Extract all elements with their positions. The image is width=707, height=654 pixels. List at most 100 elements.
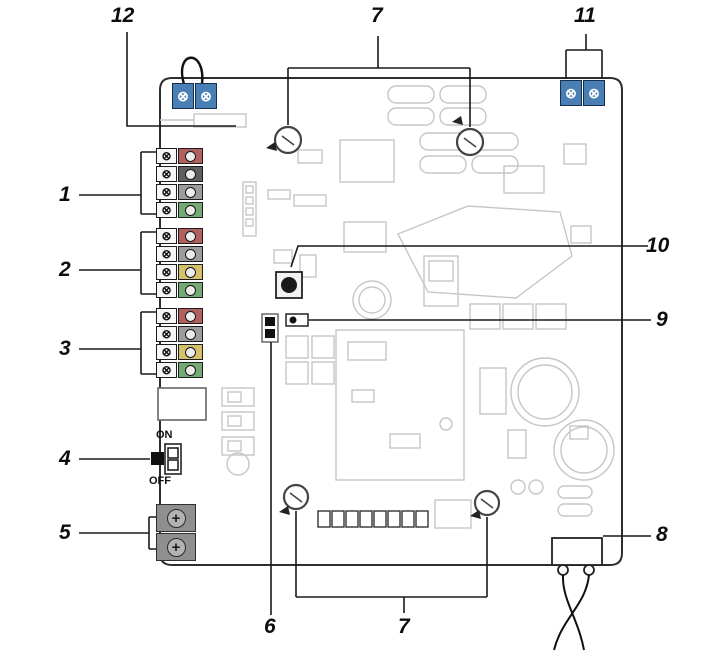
screw-terminal: +: [156, 504, 196, 532]
terminal-wire-port: [178, 246, 203, 262]
screw-head-icon: ⊗: [565, 84, 577, 101]
terminal-screw-icon: ⊗: [156, 246, 177, 262]
wire-port-icon: [185, 168, 196, 180]
terminal-screw-icon: ⊗: [156, 166, 177, 182]
screw-slot-icon: [281, 135, 494, 509]
terminal-row: ⊗: [156, 228, 203, 244]
callout-5: 5: [59, 521, 71, 544]
wire-port-icon: [185, 186, 196, 198]
terminal-screw-icon: ⊗: [156, 184, 177, 200]
terminal-wire-port: [178, 148, 203, 164]
terminal-row: ⊗: [156, 246, 203, 262]
leader-1: [79, 151, 157, 215]
wire-port-icon: [185, 346, 196, 358]
screw-head-icon: ⊗: [588, 84, 600, 101]
terminal-screw-icon: ⊗: [156, 264, 177, 280]
callout-3: 3: [59, 337, 71, 360]
screw-head-icon: ⊗: [161, 203, 172, 217]
leader-2: [79, 231, 157, 295]
terminal-wire-port: [178, 166, 203, 182]
leader-5: [79, 516, 157, 550]
callout-10: 10: [646, 234, 670, 257]
wire-port-icon: [185, 328, 196, 340]
callout-1: 1: [59, 183, 71, 206]
terminal-wire-port: [178, 228, 203, 244]
phillips-screw-icon: +: [166, 508, 186, 528]
leader-12: [126, 32, 236, 127]
terminal-screw-icon: ⊗: [156, 362, 177, 378]
callout-6: 6: [264, 615, 276, 638]
antenna-wire: [181, 56, 204, 85]
callout-12: 12: [111, 4, 135, 27]
terminal-row: ⊗: [156, 362, 203, 378]
edge-module: [157, 387, 207, 421]
screw-terminal: +: [156, 533, 196, 561]
antenna-terminal: ⊗ ⊗: [172, 83, 217, 109]
terminal-wire-port: [178, 282, 203, 298]
push-button: [275, 271, 303, 299]
callout-8: 8: [656, 523, 668, 546]
terminal-block-3: ⊗ ⊗ ⊗ ⊗: [156, 308, 203, 378]
screw-mark-icon: [266, 116, 481, 519]
board-outline: [159, 77, 623, 566]
callout-2: 2: [59, 258, 71, 281]
wire-port-icon: [185, 248, 196, 260]
connector-wires: [553, 574, 590, 651]
screw-head-icon: ⊗: [200, 87, 212, 104]
terminal-screw-icon: ⊗: [583, 80, 605, 106]
jumper: [261, 313, 279, 343]
terminal-screw-icon: ⊗: [560, 80, 582, 106]
terminal-screw-icon: ⊗: [156, 228, 177, 244]
terminal-screw-icon: ⊗: [156, 326, 177, 342]
terminal-row: ⊗: [156, 308, 203, 324]
terminal-row: ⊗: [156, 148, 203, 164]
terminal-row: ⊗: [156, 326, 203, 342]
terminal-block-2: ⊗ ⊗ ⊗ ⊗: [156, 228, 203, 298]
leader-7-bottom: [295, 511, 488, 613]
screw-head-icon: ⊗: [161, 167, 172, 181]
screw-head-icon: ⊗: [161, 309, 172, 323]
screw-head-icon: ⊗: [161, 363, 172, 377]
screw-head-icon: ⊗: [161, 265, 172, 279]
terminal-block-1: ⊗ ⊗ ⊗ ⊗: [156, 148, 203, 218]
callout-9: 9: [656, 308, 668, 331]
terminal-wire-port: [178, 344, 203, 360]
terminal-wire-port: [178, 184, 203, 200]
terminal-screw-icon: ⊗: [156, 148, 177, 164]
terminal-screw-icon: ⊗: [195, 83, 217, 109]
terminal-screw-icon: ⊗: [156, 344, 177, 360]
terminal-row: ⊗: [156, 184, 203, 200]
callout-11: 11: [574, 4, 596, 27]
wire-port-icon: [185, 150, 196, 162]
screw-head-icon: ⊗: [161, 327, 172, 341]
terminal-screw-icon: ⊗: [156, 282, 177, 298]
led-indicator: [285, 313, 309, 327]
dark-components: [151, 56, 603, 651]
switch-off-label: OFF: [149, 475, 171, 487]
screw-head-icon: ⊗: [161, 229, 172, 243]
leader-7-top: [287, 36, 471, 127]
screw-head-icon: ⊗: [177, 87, 189, 104]
screw-head-icon: ⊗: [161, 345, 172, 359]
terminal-screw-icon: ⊗: [172, 83, 194, 109]
terminal-screw-icon: ⊗: [156, 308, 177, 324]
wire-port-icon: [185, 284, 196, 296]
leader-lines: [79, 32, 651, 615]
terminal-wire-port: [178, 308, 203, 324]
phillips-screw-icon: +: [166, 537, 186, 557]
screw-head-icon: ⊗: [161, 185, 172, 199]
screw-head-icon: ⊗: [161, 283, 172, 297]
callout-7-top: 7: [371, 4, 383, 27]
leader-11: [565, 34, 603, 79]
screw-head-icon: ⊗: [161, 247, 172, 261]
wire-port-icon: [185, 266, 196, 278]
wire-port-icon: [185, 310, 196, 322]
screw-head-icon: ⊗: [161, 149, 172, 163]
wire-port-icon: [185, 364, 196, 376]
terminal-row: ⊗: [156, 202, 203, 218]
terminal-wire-port: [178, 264, 203, 280]
leader-3: [79, 311, 157, 375]
leader-10: [290, 245, 648, 268]
